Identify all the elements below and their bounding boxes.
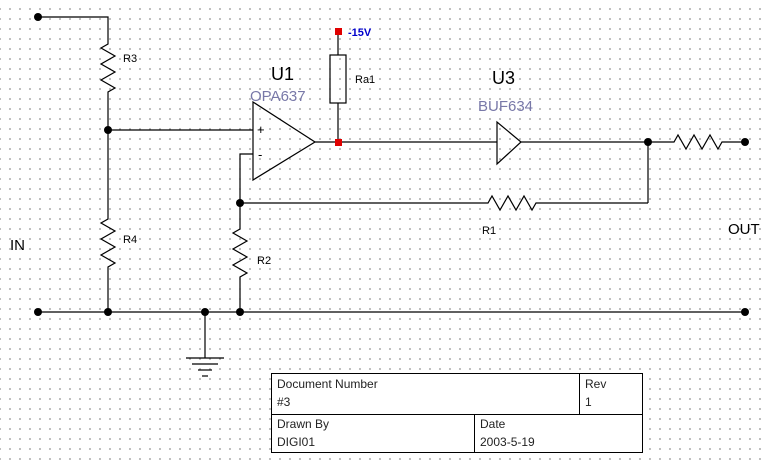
document-number-value: #3: [277, 395, 291, 409]
output-resistor[interactable]: [668, 133, 728, 151]
date-value: 2003-5-19: [480, 435, 535, 449]
ra1-resistor[interactable]: [329, 54, 347, 104]
u1-minus-pin: -: [258, 147, 262, 162]
r1-label: R1: [482, 225, 496, 237]
document-number-label: Document Number: [277, 377, 378, 391]
u3-model: BUF634: [478, 98, 533, 115]
in-port-label: IN: [10, 237, 25, 254]
r2-label: R2: [257, 255, 271, 267]
supply-marker: [335, 28, 342, 35]
r3-resistor[interactable]: [99, 38, 117, 98]
u1-opamp[interactable]: [252, 100, 317, 182]
r4-label: R4: [123, 234, 137, 246]
junction-r4-gnd: [104, 308, 112, 316]
junction-out: [644, 138, 652, 146]
u1-model: OPA637: [250, 88, 306, 105]
u1-plus-pin: +: [257, 122, 265, 137]
u1-ref: U1: [271, 64, 294, 84]
rev-label: Rev: [585, 377, 607, 391]
out-terminal-bottom: [741, 308, 749, 316]
in-terminal-bottom: [34, 308, 42, 316]
drawn-by-label: Drawn By: [277, 417, 330, 431]
junction-dots: [34, 13, 749, 316]
r2-resistor[interactable]: [231, 223, 249, 283]
r3-label: R3: [123, 53, 137, 65]
rev-value: 1: [585, 395, 592, 409]
junction-r3-r4: [104, 126, 112, 134]
u3-ref: U3: [492, 68, 515, 88]
r4-resistor[interactable]: [99, 213, 117, 273]
u3-buffer[interactable]: [496, 120, 522, 166]
out-port-label: OUT: [728, 221, 760, 238]
drawn-by-value: DIGI01: [277, 435, 316, 449]
supply-label: -15V: [348, 27, 372, 39]
u1-output-marker: [335, 139, 342, 146]
junction-r2-gnd: [236, 308, 244, 316]
wires: [38, 16, 745, 358]
in-terminal-top: [34, 13, 42, 21]
junction-gnd: [201, 308, 209, 316]
junction-feedback: [236, 199, 244, 207]
r1-resistor[interactable]: [482, 194, 548, 212]
ra1-label: Ra1: [355, 74, 375, 86]
title-block: Document Number #3 Rev 1 Drawn By DIGI01…: [271, 373, 643, 453]
ground-icon: [186, 357, 224, 377]
out-terminal-top: [741, 138, 749, 146]
date-label: Date: [480, 417, 506, 431]
